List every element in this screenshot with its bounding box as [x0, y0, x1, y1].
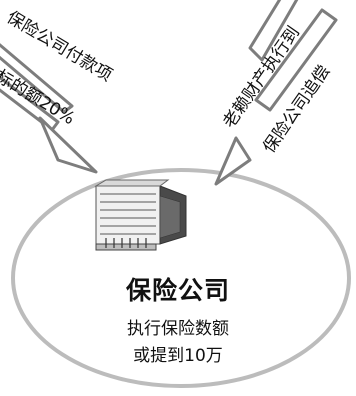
left-arrow [0, 43, 110, 174]
company-title: 保险公司 [125, 276, 230, 305]
company-detail-line-2: 或提到10万 [133, 346, 223, 366]
building-icon [94, 179, 187, 251]
right-arrow [214, 0, 338, 186]
company-detail-line-1: 执行保险数额 [127, 319, 229, 339]
